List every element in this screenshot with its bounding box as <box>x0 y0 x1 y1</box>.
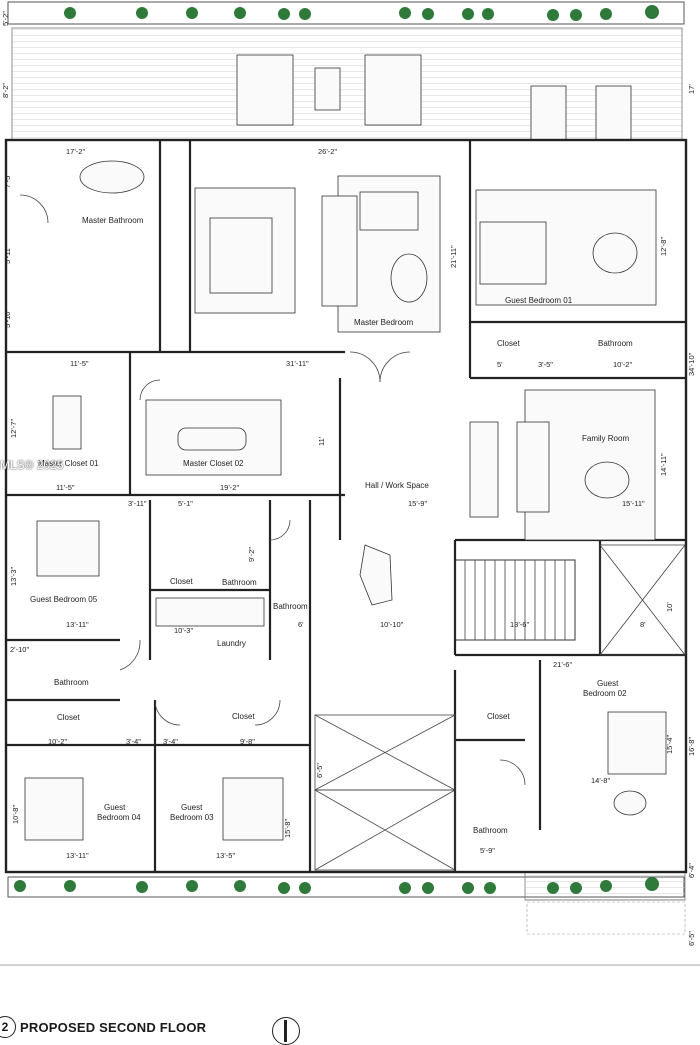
room-labels: Master Bathroom Master Bedroom Guest Bed… <box>30 216 633 835</box>
dim-label: 6'-5" <box>687 931 696 946</box>
dim-label: 3'-4" <box>126 737 141 746</box>
dim-label: 9'-8" <box>240 737 255 746</box>
dim-label: 10'-2" <box>613 360 632 369</box>
dim-label: 3'-4" <box>163 737 178 746</box>
dim-label: 11'-5" <box>70 359 89 368</box>
watermark: MLS® 2025 <box>0 458 64 472</box>
dim-label: 17'-2" <box>66 147 85 156</box>
sheet-number: 2 <box>0 1016 16 1038</box>
dim-label: 6'-4" <box>687 863 696 878</box>
room-guest-bedroom-02-line2: Bedroom 02 <box>583 689 627 698</box>
dim-label: 15'-9" <box>408 499 427 508</box>
terrace-loungers <box>236 54 632 157</box>
dim-label: 3'-5" <box>538 360 553 369</box>
room-closet-gb01: Closet <box>497 339 520 348</box>
room-closet-gb02: Closet <box>487 712 510 721</box>
dim-label: 12'-7" <box>9 419 18 438</box>
open-to-below <box>314 544 686 871</box>
dim-label: 34'-10" <box>687 352 696 376</box>
dim-label: 9'-2" <box>247 547 256 562</box>
room-bathroom-gb05: Bathroom <box>222 578 257 587</box>
dim-label: 15'-4" <box>665 735 674 754</box>
dim-label: 5'-2" <box>1 11 10 26</box>
dim-label: 15'-11" <box>622 499 645 508</box>
dim-label: 13'-3" <box>9 567 18 586</box>
dim-label: 21'-11" <box>449 245 458 268</box>
dim-label: 10'-3" <box>174 626 193 635</box>
dim-label: 14'-8" <box>591 776 610 785</box>
plants <box>14 5 659 894</box>
dim-label: 13'-5" <box>216 851 235 860</box>
staircase <box>454 559 576 641</box>
drawing-title: PROPOSED SECOND FLOOR <box>20 1020 207 1035</box>
dim-label: 16'-8" <box>687 737 696 756</box>
dim-label: 19'-2" <box>220 483 239 492</box>
dim-label: 2'-10" <box>10 645 29 654</box>
dim-label: 5' <box>497 360 503 369</box>
room-guest-bedroom-03-line2: Bedroom 03 <box>170 813 214 822</box>
dim-label: 5'-9" <box>480 846 495 855</box>
terrace-bottom-ext <box>526 901 686 935</box>
dim-label: 12'-8" <box>659 237 668 256</box>
room-master-bathroom: Master Bathroom <box>82 216 144 225</box>
room-closet-gb03: Closet <box>232 712 255 721</box>
room-guest-bedroom-01: Guest Bedroom 01 <box>505 296 573 305</box>
room-guest-bedroom-04-line2: Bedroom 04 <box>97 813 141 822</box>
room-hall: Hall / Work Space <box>365 481 429 490</box>
room-master-closet-01: Master Closet 01 <box>38 459 99 468</box>
dim-label: 10'-8" <box>11 805 20 824</box>
dim-label: 5'-11" <box>3 245 12 264</box>
dim-label: 15'-8" <box>283 819 292 838</box>
dim-label: 5'-10" <box>3 309 12 328</box>
furniture <box>24 160 667 841</box>
dim-label: 7'-5" <box>3 173 12 188</box>
dim-label: 10'-2" <box>48 737 67 746</box>
dim-label: 10'-10" <box>380 620 404 629</box>
dim-label: 13'-11" <box>66 620 89 629</box>
dim-label: 13'-11" <box>66 851 89 860</box>
room-bathroom-mid: Bathroom <box>273 602 308 611</box>
dim-label: 8' <box>640 620 646 629</box>
dim-label: 26'-2" <box>318 147 337 156</box>
dim-label: 14'-11" <box>659 453 668 476</box>
room-bathroom-gb02: Bathroom <box>473 826 508 835</box>
dim-label: 13'-6" <box>510 620 529 629</box>
dim-label: 31'-11" <box>286 359 309 368</box>
room-master-bedroom: Master Bedroom <box>354 318 413 327</box>
room-closet-gb05: Closet <box>170 577 193 586</box>
room-master-closet-02: Master Closet 02 <box>183 459 244 468</box>
room-bathroom-gb04: Bathroom <box>54 678 89 687</box>
dim-label: 11'-5" <box>56 483 75 492</box>
dim-label: 17' <box>687 84 696 94</box>
dim-label: 11' <box>317 436 326 446</box>
dim-label: 8'-2" <box>1 83 10 98</box>
room-guest-bedroom-05: Guest Bedroom 05 <box>30 595 98 604</box>
room-family-room: Family Room <box>582 434 629 443</box>
dim-label: 6' <box>298 620 304 629</box>
room-guest-bedroom-03-line1: Guest <box>181 803 203 812</box>
dimension-labels: 5'-2" 8'-2" 17' 17'-2" 26'-2" 7'-5" 5'-1… <box>1 11 696 946</box>
dim-label: 6'-5" <box>315 763 324 778</box>
dim-label: 10' <box>665 602 674 612</box>
dim-label: 21'-6" <box>553 660 572 669</box>
dim-label: 5'-1" <box>178 499 193 508</box>
room-guest-bedroom-02-line1: Guest <box>597 679 619 688</box>
room-closet-gb04: Closet <box>57 713 80 722</box>
room-bathroom-gb01: Bathroom <box>598 339 633 348</box>
north-arrow-icon <box>272 1017 300 1045</box>
terrace-top <box>11 27 683 147</box>
room-laundry: Laundry <box>217 639 246 648</box>
dim-label: 3'-11" <box>128 499 147 508</box>
planter-top <box>7 1 685 25</box>
doors <box>19 194 526 786</box>
room-guest-bedroom-04-line1: Guest <box>104 803 126 812</box>
